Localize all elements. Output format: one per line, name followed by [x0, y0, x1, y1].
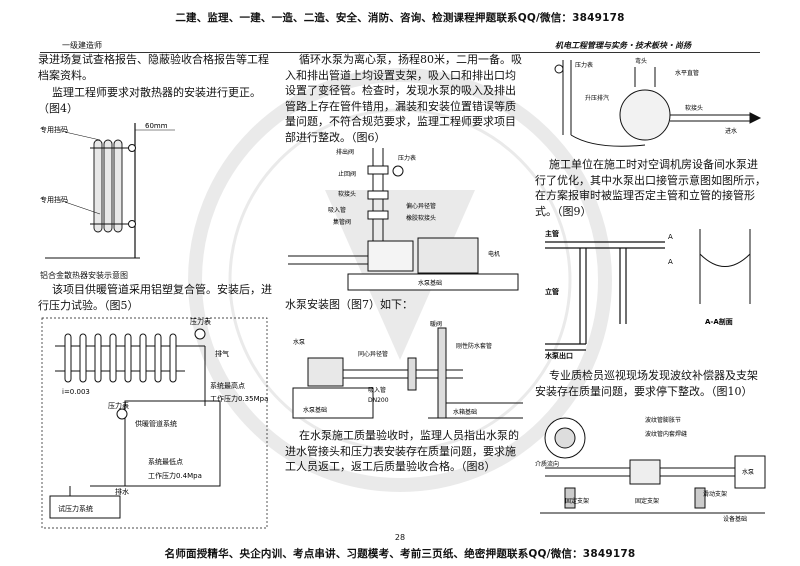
fig7-label-4: 刚性防水套管	[456, 342, 492, 350]
fig9-label-a2: A	[668, 258, 673, 266]
header-rule	[40, 52, 760, 53]
fig5-label-vent: 排气	[215, 349, 229, 358]
fig9-label-riser: 立管	[545, 287, 559, 296]
col1-paragraph-1: 录进场复试查格报告、隐蔽验收合格报告等工程档案资料。	[38, 53, 269, 82]
fig9-label-main: 主管	[545, 229, 559, 238]
fig10-label-6: 滑动支架	[703, 490, 727, 498]
fig6-label-9: 电机	[488, 250, 500, 258]
fig5-label-low: 系统最低点	[148, 457, 183, 466]
running-header-left: 一级建造师	[62, 41, 102, 50]
col1-paragraph-3: 该项目供暖管道采用铝塑复合管。安装后，进行压力试验。（图5）	[38, 283, 272, 312]
fig10-label-1: 波纹管膨胀节	[645, 416, 681, 424]
fig7-label-1: 暖阀	[430, 320, 442, 328]
fig9-label-a1: A	[668, 233, 673, 241]
figure-4-caption: 铝合金散热器安装示意图	[40, 271, 128, 280]
fig5-label-drain: 排水	[115, 487, 129, 496]
figure-10-bellows-compensator-diagram: 波纹管膨胀节 波纹管内套焊缝 介质流向 固定支架 固定支架 滑动支架 水泵 设备…	[535, 416, 766, 523]
fig10-label-5: 固定支架	[635, 497, 659, 505]
col3-paragraph-2: 专业质检员巡视现场发现波纹补偿器及支架安装存在质量问题，要求停下整改。（图10）	[535, 369, 758, 398]
fig5-label-test: 试压力系统	[58, 504, 93, 513]
fig6-label-6: 集管阀	[333, 218, 351, 226]
figure-8-pump-inlet-diagram: 压力表 弯头 水平直管 升压排汽 软接头 进水	[554, 57, 762, 147]
col2-paragraph-2: 水泵安装图（图7）如下：	[285, 298, 413, 311]
fig5-label-low-p: 工作压力0.4Mpa	[148, 471, 202, 480]
fig7-label-7: 水泵基础	[303, 406, 327, 414]
fig8-label-1: 压力表	[575, 61, 593, 69]
fig9-label-outlet: 水泵出口	[545, 351, 573, 360]
running-header-right: 机电工程管理与实务・技术板块・尚扬	[555, 40, 691, 50]
fig6-label-7: 偏心异径管	[406, 202, 436, 210]
col2-paragraph-3: 在水泵施工质量验收时，监理人员指出水泵的进水管接头和压力表安装存在质量问题，要求…	[285, 429, 519, 473]
fig6-label-4: 软接头	[338, 190, 356, 198]
page-number: 28	[394, 533, 406, 542]
fig5-label-slope: i=0.003	[62, 388, 90, 396]
figure-6-pump-piping-diagram: 排出阀 压力表 止回阀 软接头 吸入管 集管阀 偏心异径管 橡胶软接头 电机 水…	[288, 148, 519, 291]
fig4-label-top-clip: 专用挡码	[40, 125, 68, 134]
fig7-label-3: 同心异径管	[358, 350, 388, 358]
fig9-label-section: A-A剖面	[705, 317, 733, 326]
fig5-label-high-p: 工作压力0.35Mpa	[210, 394, 268, 403]
fig10-label-2: 波纹管内套焊缝	[645, 430, 687, 438]
figure-4-radiator-diagram: 专用挡码 60mm 专用挡码	[40, 122, 175, 259]
figure-5-pressure-test-diagram: 压力表 排气 i=0.003 系统最高点 工作压力0.35Mpa 压力表 供暖管…	[41, 317, 268, 529]
fig7-label-6: DN200	[368, 397, 389, 404]
fig6-label-2: 压力表	[398, 154, 416, 162]
fig5-label-high: 系统最高点	[210, 381, 245, 390]
figure-7-pump-installation-diagram: 暖阀 水泵 同心异径管 刚性防水套管 吸入管 DN200 水泵基础 水箱基础	[292, 320, 523, 419]
fig8-label-4: 升压排汽	[585, 94, 609, 102]
fig7-label-8: 水箱基础	[453, 408, 477, 416]
col1-paragraph-2: 监理工程师要求对散热器的安装进行更正。（图4）	[38, 86, 261, 115]
fig7-label-2: 水泵	[293, 338, 305, 346]
fig8-label-2: 弯头	[635, 57, 647, 65]
fig8-label-5: 软接头	[685, 104, 703, 112]
top-banner: 二建、监理、一建、一造、二造、安全、消防、咨询、检测课程押题联系QQ/微信：38…	[175, 12, 625, 24]
fig6-label-8: 橡胶软接头	[406, 214, 436, 222]
col3-paragraph-1: 施工单位在施工时对空调机房设备间水泵进行了优化，其中水泵出口接管示意图如图所示，…	[535, 158, 766, 218]
fig8-label-6: 进水	[725, 127, 737, 135]
figure-9-outlet-connection-diagram: 主管 立管 水泵出口 A-A剖面 A A	[545, 229, 751, 360]
fig8-label-3: 水平直管	[675, 69, 699, 77]
fig10-label-4: 固定支架	[565, 497, 589, 505]
fig5-label-gauge1: 压力表	[190, 317, 211, 326]
fig10-label-8: 设备基础	[723, 515, 747, 523]
fig7-label-5: 吸入管	[368, 386, 386, 394]
fig4-label-dim: 60mm	[145, 122, 168, 130]
fig6-label-5: 吸入管	[328, 206, 346, 214]
bottom-banner: 名师面授精华、央企内训、考点串讲、习题模考、考前三页纸、绝密押题联系QQ/微信：…	[164, 548, 636, 560]
fig10-label-7: 水泵	[742, 468, 754, 476]
fig6-label-1: 排出阀	[336, 148, 354, 156]
fig5-label-gauge2: 压力表	[108, 401, 129, 410]
fig4-label-bottom-clip: 专用挡码	[40, 195, 68, 204]
fig10-label-3: 介质流向	[535, 460, 559, 468]
fig6-label-3: 止回阀	[338, 170, 356, 178]
fig6-label-10: 水泵基础	[418, 279, 442, 287]
fig5-label-system: 供暖管道系统	[135, 419, 177, 428]
col2-paragraph-1: 循环水泵为离心泵，扬程80米，二用一备。吸入和排出管道上均设置支架，吸入口和排出…	[285, 53, 522, 144]
